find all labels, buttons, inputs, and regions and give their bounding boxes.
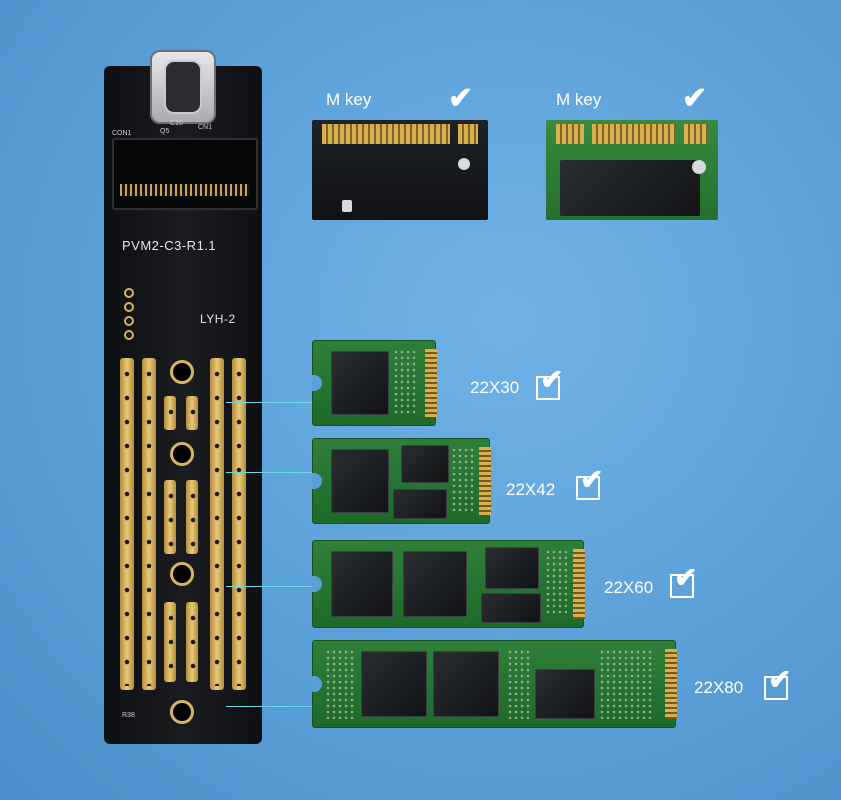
- check-icon: ✔: [768, 664, 792, 695]
- ssd-2280: [312, 640, 677, 728]
- check-icon: ✔: [448, 82, 474, 115]
- m-key-label-1: M key: [326, 90, 372, 109]
- board-model-text: PVM2-C3-R1.1: [122, 238, 217, 253]
- board-gold-strip: [142, 358, 156, 690]
- ssd-2230: [312, 340, 437, 426]
- board-pad: [124, 316, 134, 326]
- size-label-2260: 22X60: [604, 578, 654, 597]
- board-pad: [124, 288, 134, 298]
- check-icon: ✔: [682, 82, 708, 115]
- silk-label-con1: CON1: [112, 130, 132, 137]
- checkbox-icon: [576, 476, 600, 500]
- leader-line-60: [226, 586, 330, 587]
- board-gold-strip: [210, 358, 224, 690]
- silk-label-q5: Q5: [160, 128, 170, 135]
- ssd-2260: [312, 540, 585, 628]
- board-gold-strip: [186, 396, 198, 430]
- board-gold-strip: [186, 480, 198, 554]
- size-label-2230: 22X30: [470, 378, 520, 397]
- leader-line-42: [226, 472, 330, 473]
- m-key-sample-black: [312, 120, 488, 220]
- mounting-hole-42: [170, 442, 194, 466]
- ssd-2242: [312, 438, 491, 524]
- mounting-hole-30: [170, 360, 194, 384]
- size-label-2280: 22X80: [694, 678, 744, 697]
- checkbox-icon: [670, 574, 694, 598]
- check-icon: ✔: [580, 464, 604, 495]
- silk-label-cn1: CN1: [198, 124, 213, 131]
- check-icon: ✔: [674, 562, 698, 593]
- board-sub-text: LYH-2: [200, 312, 236, 326]
- size-label-2242: 22X42: [506, 480, 556, 499]
- checkbox-icon: [536, 376, 560, 400]
- leader-line-80: [226, 706, 330, 707]
- check-icon: ✔: [540, 364, 564, 395]
- board-gold-strip: [164, 396, 176, 430]
- board-pad: [124, 330, 134, 340]
- m-key-sample-green: [546, 120, 718, 220]
- board-pad: [124, 302, 134, 312]
- board-gold-strip: [232, 358, 246, 690]
- m-key-label-2: M key: [556, 90, 602, 109]
- mounting-hole-60: [170, 562, 194, 586]
- mounting-hole-80: [170, 700, 194, 724]
- m2-slot: [112, 138, 258, 210]
- board-gold-strip: [120, 358, 134, 690]
- board-gold-strip: [164, 602, 176, 682]
- usb-c-connector: [150, 50, 216, 124]
- board-gold-strip: [164, 480, 176, 554]
- silk-label-r38: R38: [122, 712, 135, 719]
- leader-line-30: [226, 402, 330, 403]
- silk-label-c10: C10: [170, 120, 183, 127]
- board-gold-strip: [186, 602, 198, 682]
- checkbox-icon: [764, 676, 788, 700]
